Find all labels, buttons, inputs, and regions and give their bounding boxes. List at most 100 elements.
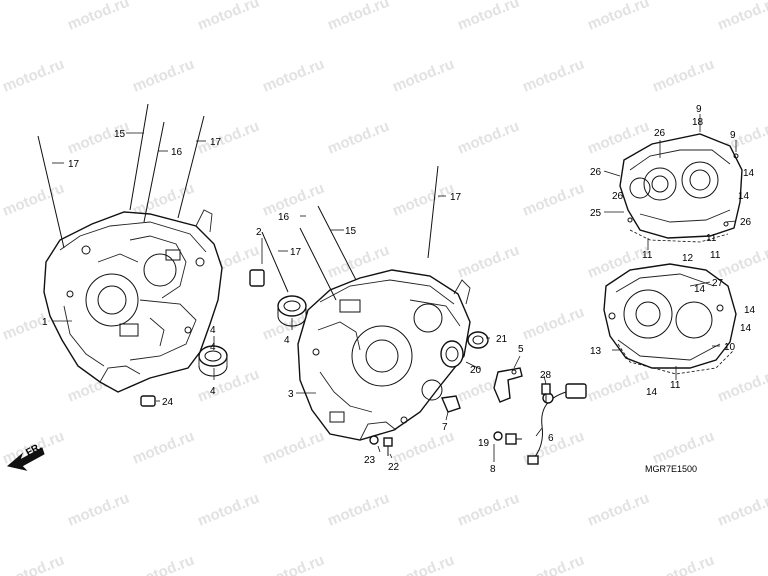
callout-16b: 16: [278, 212, 290, 223]
callout-24: 24: [162, 397, 174, 408]
callout-18: 18: [692, 117, 704, 128]
callout-17b: 17: [210, 137, 222, 148]
callout-14e: 14: [646, 387, 658, 398]
bearing-left: [198, 345, 228, 377]
switch-7: [440, 395, 461, 413]
callout-8: 8: [490, 464, 496, 475]
watermark-text: motod.ru: [130, 552, 197, 576]
watermark-text: motod.ru: [650, 552, 717, 576]
watermark-text: motod.ru: [390, 428, 457, 468]
watermark-text: motod.ru: [0, 490, 2, 530]
watermark-text: motod.ru: [65, 490, 132, 530]
watermark-text: motod.ru: [585, 366, 652, 406]
callout-17d: 17: [450, 192, 462, 203]
watermark-text: motod.ru: [715, 490, 768, 530]
watermark-text: motod.ru: [650, 56, 717, 96]
watermark-text: motod.ru: [195, 0, 262, 34]
watermark-text: motod.ru: [520, 552, 587, 576]
callout-14d: 14: [740, 323, 752, 334]
callout-10: 10: [724, 342, 736, 353]
watermark-text: motod.ru: [455, 0, 522, 34]
callout-17a: 17: [68, 159, 80, 170]
watermark-text: motod.ru: [0, 56, 67, 96]
callout-26b: 26: [590, 167, 602, 178]
callout-23: 23: [364, 455, 376, 466]
watermark-text: motod.ru: [0, 180, 67, 220]
bolt-22: [383, 437, 393, 456]
washer-23: [369, 435, 379, 445]
callout-19: 19: [478, 438, 490, 449]
callout-2: 2: [256, 227, 262, 238]
dowel-24: [140, 395, 156, 407]
callout-16a: 16: [171, 147, 183, 158]
watermark-text: motod.ru: [455, 242, 522, 282]
watermark-text: motod.ru: [455, 118, 522, 158]
callout-21: 21: [496, 334, 508, 345]
watermark-text: motod.ru: [130, 56, 197, 96]
callout-3: 3: [288, 389, 294, 400]
watermark-text: motod.ru: [0, 242, 2, 282]
watermark-text: motod.ru: [65, 0, 132, 34]
callout-20: 20: [470, 365, 482, 376]
callout-15a: 15: [114, 129, 126, 140]
right-cover-bottom: [603, 263, 737, 369]
watermark-text: motod.ru: [585, 490, 652, 530]
callout-4c: 4: [284, 335, 290, 346]
callout-14b: 14: [738, 191, 750, 202]
watermark-text: motod.ru: [260, 552, 327, 576]
callout-5: 5: [518, 344, 524, 355]
callout-26c: 26: [740, 217, 752, 228]
callout-4d: 4: [210, 342, 216, 353]
watermark-text: motod.ru: [260, 56, 327, 96]
watermark-text: motod.ru: [260, 428, 327, 468]
watermark-text: motod.ru: [195, 490, 262, 530]
watermark-text: motod.ru: [260, 180, 327, 220]
callout-14f: 14: [694, 284, 706, 295]
watermark-text: motod.ru: [390, 56, 457, 96]
callout-26d: 26: [612, 191, 624, 202]
callout-22: 22: [388, 462, 400, 473]
callout-11c: 11: [706, 233, 717, 244]
callout-14a: 14: [743, 168, 755, 179]
bearing-21: [467, 331, 489, 349]
callout-15b: 15: [345, 226, 357, 237]
front-arrow-icon: [6, 447, 45, 471]
watermark-text: motod.ru: [715, 0, 768, 34]
left-crankcase: [43, 209, 223, 393]
callout-26a: 26: [654, 128, 666, 139]
callout-11a: 11: [642, 250, 653, 261]
callout-9a: 9: [696, 104, 702, 115]
watermark-text: motod.ru: [0, 0, 2, 34]
callout-13: 13: [590, 346, 602, 357]
watermark-text: motod.ru: [0, 366, 2, 406]
callout-25: 25: [590, 208, 602, 219]
leader-lines: [52, 114, 737, 462]
callout-4b: 4: [210, 386, 216, 397]
right-studs: [261, 165, 439, 301]
callout-1: 1: [42, 317, 48, 328]
watermark-text: motod.ru: [520, 56, 587, 96]
watermark-text: motod.ru: [650, 428, 717, 468]
callouts: 1 2 3 4 4 4 4 5 6 7 8 9 9 10 11 11 11 11…: [42, 104, 756, 475]
watermark-text: motod.ru: [585, 0, 652, 34]
watermark-text: motod.ru: [130, 428, 197, 468]
callout-11d: 11: [670, 380, 681, 391]
watermark-text: motod.ru: [520, 180, 587, 220]
sensor-8: [505, 433, 522, 445]
callout-11b: 11: [710, 250, 721, 261]
watermark-text: motod.ru: [390, 552, 457, 576]
washer-19: [493, 431, 503, 441]
watermark-text: motod.ru: [325, 490, 392, 530]
callout-14c: 14: [744, 305, 756, 316]
sensor-bracket-5: [493, 367, 523, 403]
right-cover-top: [619, 133, 743, 239]
watermark-text: motod.ru: [0, 118, 2, 158]
left-studs: [37, 103, 205, 249]
diagram-code: MGR7E1500: [645, 464, 697, 474]
callout-9b: 9: [730, 130, 736, 141]
callout-17c: 17: [290, 247, 302, 258]
callout-12: 12: [682, 253, 694, 264]
callout-28: 28: [540, 370, 552, 381]
watermark-text: motod.ru: [715, 366, 768, 406]
right-crankcase: [297, 269, 471, 441]
